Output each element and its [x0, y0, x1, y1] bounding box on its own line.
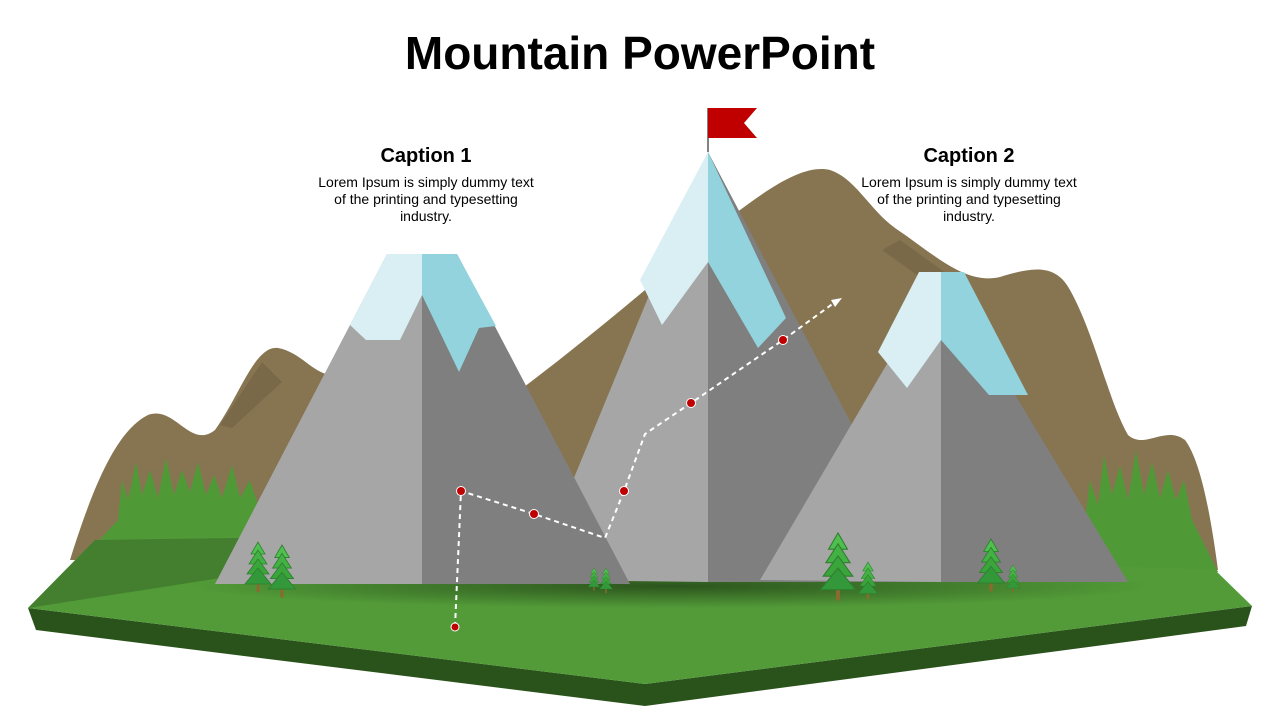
trail-marker: [450, 622, 460, 632]
caption-1-body: Lorem Ipsum is simply dummy text of the …: [318, 174, 534, 224]
caption-2-body: Lorem Ipsum is simply dummy text of the …: [861, 174, 1077, 224]
trail-arrow-head: [831, 298, 842, 307]
trail-marker: [456, 486, 466, 496]
trail-marker: [686, 398, 696, 408]
caption-2: Caption 2 Lorem Ipsum is simply dummy te…: [859, 145, 1079, 225]
right-snow-light: [878, 272, 941, 388]
page-title: Mountain PowerPoint: [404, 27, 876, 79]
caption-1: Caption 1 Lorem Ipsum is simply dummy te…: [316, 145, 536, 225]
grass-left: [95, 458, 268, 545]
caption-1-heading: Caption 1: [380, 145, 472, 167]
hill-shade: [220, 362, 282, 428]
trail-marker: [778, 335, 788, 345]
center-snow-light: [640, 152, 708, 325]
grass-right: [1080, 450, 1218, 585]
left-snow-blue: [422, 254, 496, 372]
center-snow-blue: [708, 152, 786, 348]
flag-icon: [708, 108, 757, 138]
ground-side: [28, 606, 1252, 706]
left-snow-light: [350, 254, 422, 340]
trail-markers: [450, 335, 788, 632]
trail-marker: [529, 509, 539, 519]
trail-marker: [619, 486, 629, 496]
caption-2-heading: Caption 2: [923, 145, 1015, 167]
right-snow-blue: [941, 272, 1028, 395]
